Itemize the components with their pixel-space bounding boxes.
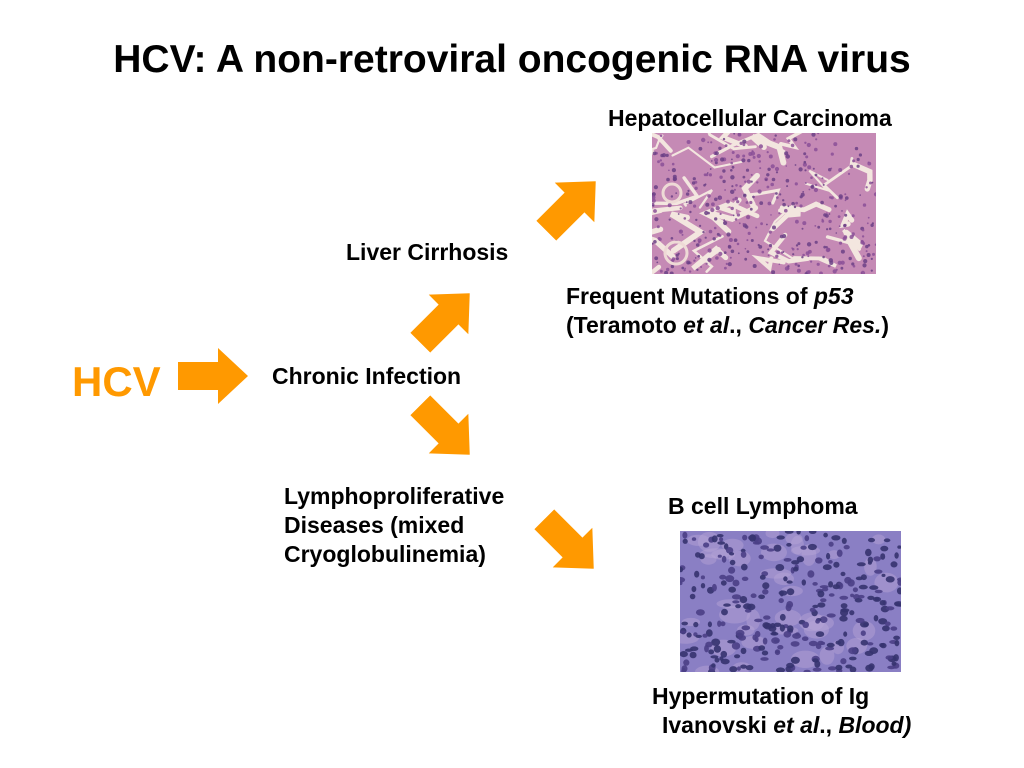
hcc-note-line2: (Teramoto et al., Cancer Res.) — [566, 311, 889, 338]
bcell-lymphoma-label: B cell Lymphoma — [668, 493, 858, 519]
block-arrow-icon — [400, 273, 489, 362]
block-arrow-icon — [178, 348, 248, 404]
arrow-cirrhosis-to-hcc — [526, 161, 615, 250]
b-cell-lymphoma-histology-image — [680, 531, 901, 672]
arrow-chronic-to-cirrhosis — [400, 273, 489, 362]
arrow-chronic-to-lympho — [400, 385, 489, 474]
hepatocellular-carcinoma-histology-image — [652, 133, 876, 274]
arrow-hcv-to-chronic — [178, 348, 248, 404]
bcell-hypermutation-note: Hypermutation of Ig Ivanovski et al., Bl… — [652, 683, 912, 738]
block-arrow-icon — [526, 161, 615, 250]
hcc-mutation-note: Frequent Mutations of p53 (Teramoto et a… — [566, 282, 889, 340]
hcc-note-line1: Frequent Mutations of p53 — [566, 283, 854, 309]
liver-cirrhosis-label: Liver Cirrhosis — [346, 239, 509, 265]
hcv-label: HCV — [72, 358, 161, 405]
block-arrow-icon — [524, 499, 613, 588]
hcc-label: Hepatocellular Carcinoma — [608, 105, 892, 131]
chronic-infection-label: Chronic Infection — [272, 363, 462, 389]
page-title: HCV: A non-retroviral oncogenic RNA viru… — [113, 38, 911, 81]
lymphoproliferative-label: Lymphoproliferative Diseases (mixed Cryo… — [284, 483, 505, 567]
block-arrow-icon — [400, 385, 489, 474]
arrow-lympho-to-bcell — [524, 499, 613, 588]
